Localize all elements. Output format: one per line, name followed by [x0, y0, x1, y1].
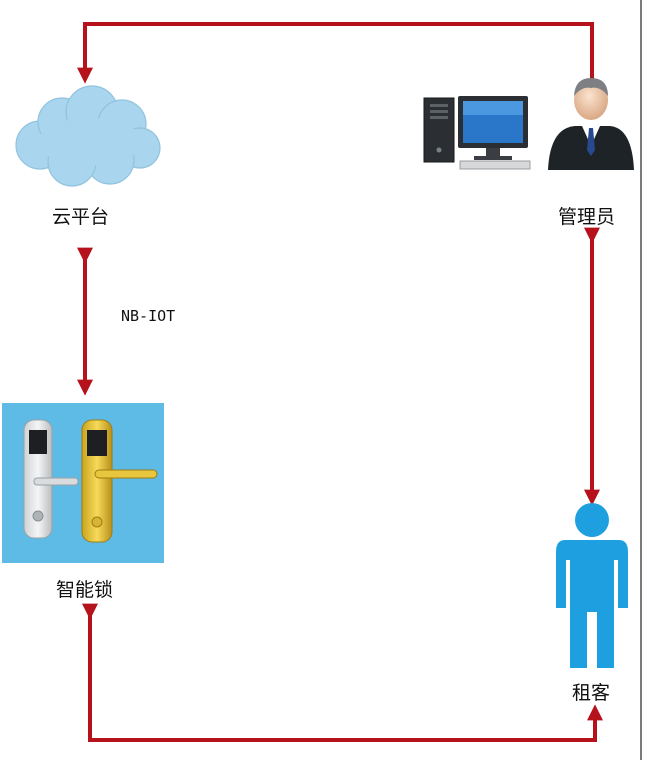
edge-label-nb-iot: NB-IOT	[121, 307, 176, 325]
smart-lock-icon	[2, 403, 164, 563]
tenant-label: 租客	[572, 682, 611, 704]
lock-label: 智能锁	[56, 579, 114, 601]
edges	[77, 22, 603, 742]
edge-lock-tenant	[82, 603, 603, 742]
cloud-icon	[15, 85, 161, 187]
page-border	[640, 0, 642, 760]
person-icon	[556, 503, 628, 668]
cloud-label: 云平台	[52, 206, 110, 228]
admin-label: 管理员	[558, 206, 616, 228]
admin-computer-icon	[423, 78, 634, 170]
edge-admin-cloud	[77, 22, 594, 84]
